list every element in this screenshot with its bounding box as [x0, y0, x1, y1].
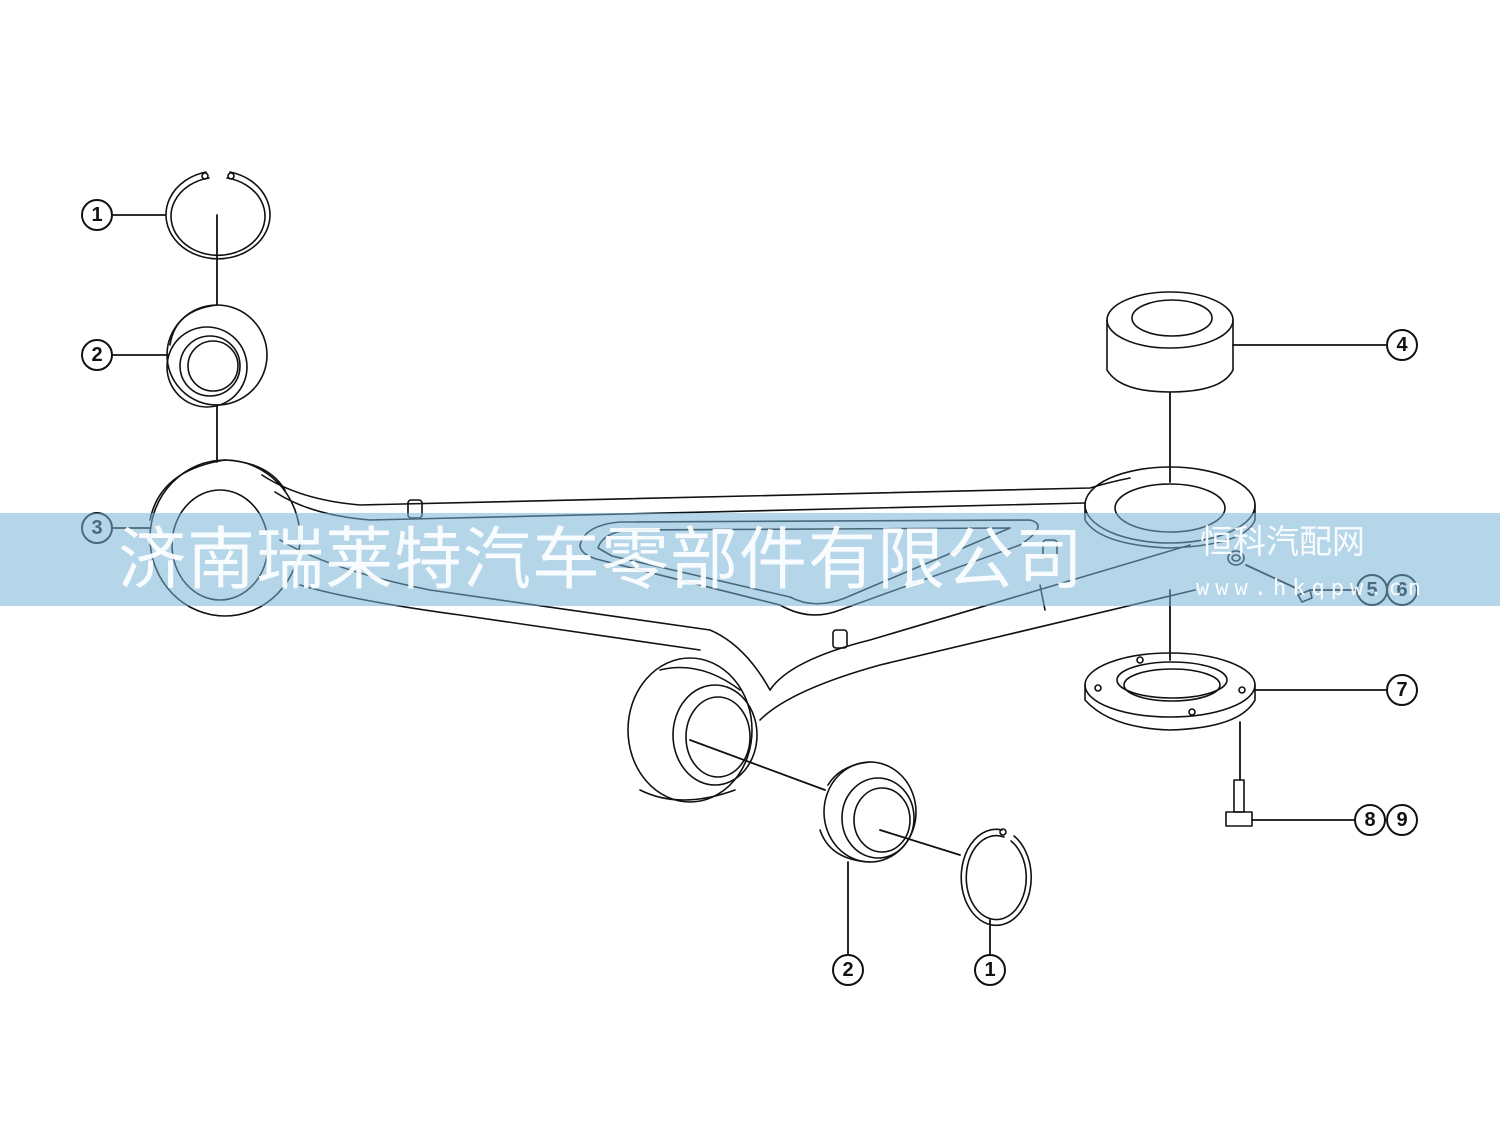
callout-7 [1386, 674, 1418, 706]
assembly-lines [216, 214, 1241, 856]
snap-ring-upper [165, 171, 271, 260]
control-arm-body [149, 459, 1256, 803]
callout-4-label: 4 [1396, 334, 1408, 356]
callout-1-upper-label: 1 [91, 204, 102, 226]
callout-2-upper-label: 2 [91, 344, 102, 366]
callout-2-lower-label: 2 [842, 959, 853, 981]
ball-joint [1106, 291, 1234, 393]
callout-2-lower [832, 954, 864, 986]
bushing-lower [819, 761, 917, 863]
callout-1-lower-label: 1 [984, 959, 995, 981]
callout-bubbles [81, 199, 1418, 986]
callout-8-label: 8 [1364, 809, 1375, 831]
callout-7-label: 7 [1396, 679, 1407, 701]
callout-1-lower [974, 954, 1006, 986]
bushing-upper [166, 304, 268, 408]
snap-ring-lower [960, 828, 1032, 927]
watermark-company-name: 济南瑞莱特汽车零部件有限公司 [118, 521, 1085, 600]
watermark-site-name: 恒科汽配网 [1200, 522, 1365, 561]
bolt [1225, 779, 1253, 827]
callout-1-upper [81, 199, 113, 231]
mounting-flange [1084, 652, 1256, 731]
callout-8 [1354, 804, 1386, 836]
callout-9 [1386, 804, 1418, 836]
callout-4 [1386, 329, 1418, 361]
callout-2-upper [81, 339, 113, 371]
watermark-site-url: www.hkqpw.cn [1196, 576, 1427, 601]
callout-9-label: 9 [1396, 809, 1407, 831]
watermark-band [0, 513, 1500, 606]
